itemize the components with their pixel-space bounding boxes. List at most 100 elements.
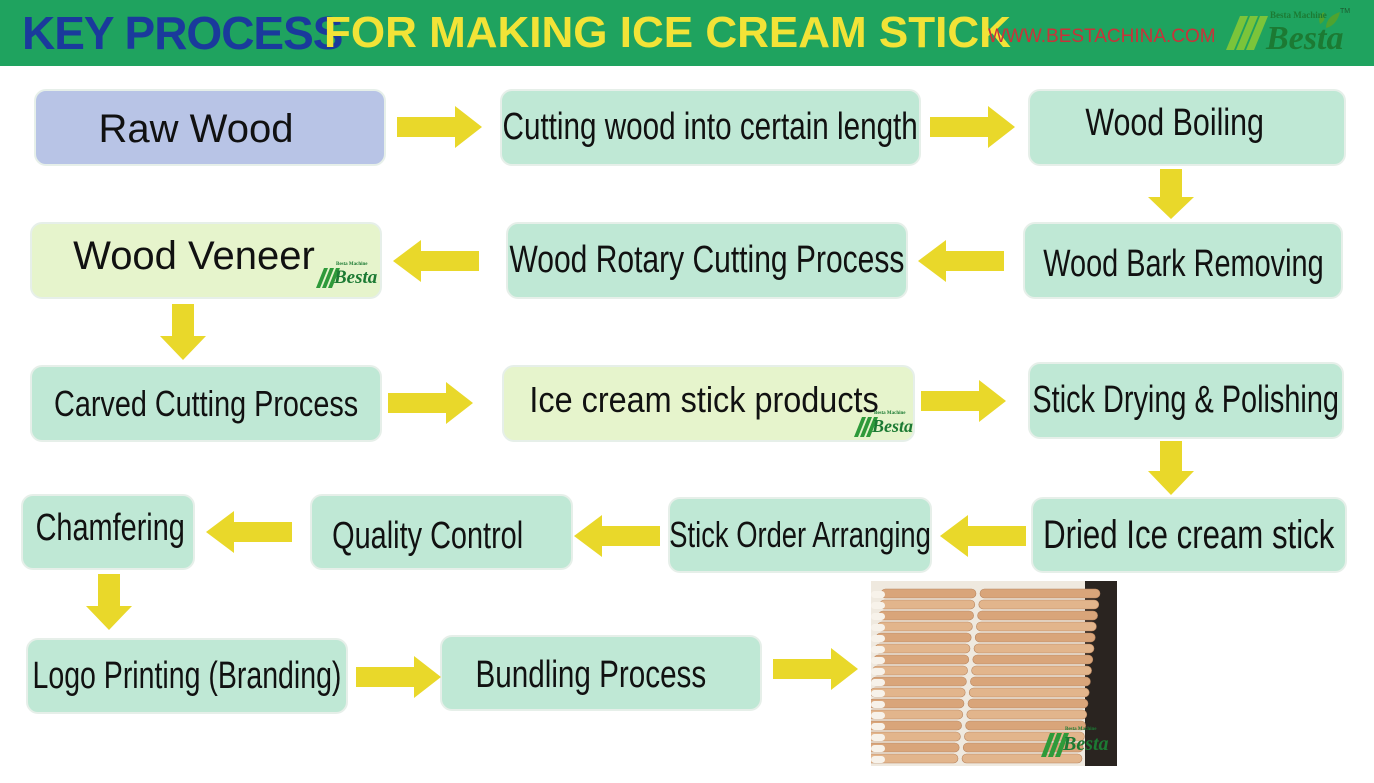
stick-end — [871, 756, 885, 763]
arrow-left-icon — [574, 515, 660, 557]
leaf-stripes-icon — [1226, 12, 1340, 50]
website-link[interactable]: WWW.BESTACHINA.COM — [988, 26, 1216, 47]
wood-stick — [877, 621, 973, 632]
step-label: Bundling Process — [475, 653, 707, 696]
step-wood-veneer: Wood Veneer Besta Machine Besta — [30, 222, 382, 299]
title-for-making: FOR MAKING ICE CREAM STICK — [324, 8, 1011, 57]
step-wood-boiling: Wood Boiling — [1028, 89, 1346, 166]
arrow-left-icon — [940, 515, 1026, 557]
step-quality-control: Quality Control — [310, 494, 573, 570]
step-label: Stick Drying & Polishing — [1032, 379, 1340, 421]
stick-end — [871, 624, 885, 631]
wood-stick — [871, 709, 964, 720]
step-bundling: Bundling Process — [440, 635, 762, 711]
step-label: Cutting wood into certain length — [502, 106, 919, 148]
stick-end — [871, 635, 885, 642]
stick-end — [871, 690, 885, 697]
step-label: Ice cream stick products — [529, 378, 880, 420]
stick-end — [871, 701, 885, 708]
logo-subtitle: Besta Machine — [1065, 727, 1097, 732]
wood-stick — [968, 687, 1090, 698]
wood-stick — [977, 610, 1098, 621]
arrow-right-icon — [397, 106, 482, 148]
step-label: Wood Bark Removing — [1042, 243, 1324, 285]
stick-end — [871, 734, 885, 741]
wood-stick — [878, 610, 974, 621]
arrow-down-icon — [86, 574, 132, 630]
stick-end — [871, 745, 885, 752]
arrow-left-icon — [393, 240, 479, 282]
step-stick-products: Ice cream stick products Besta Machine B… — [502, 365, 915, 442]
wood-stick — [973, 643, 1095, 654]
stick-end — [871, 668, 885, 675]
wood-stick — [871, 698, 965, 709]
wood-stick — [871, 731, 961, 742]
wood-stick — [880, 588, 977, 599]
arrow-down-icon — [1148, 441, 1194, 495]
besta-logo-watermark: Besta Machine Besta — [1039, 725, 1111, 761]
step-label: Wood Veneer — [73, 234, 315, 278]
logo-name: Besta — [872, 416, 914, 436]
step-label: Carved Cutting Process — [53, 382, 359, 424]
arrow-right-icon — [356, 656, 441, 698]
arrow-left-icon — [206, 511, 292, 553]
leaf-stripes-icon — [316, 268, 340, 288]
wood-stick — [970, 676, 1091, 687]
wood-stick — [879, 599, 976, 610]
wood-stick — [875, 632, 972, 643]
step-label: Wood Boiling — [1085, 102, 1265, 144]
bundled-sticks-illustration — [871, 581, 1117, 766]
step-carved-cutting: Carved Cutting Process — [30, 365, 382, 442]
stick-end — [871, 613, 885, 620]
wood-stick — [873, 654, 970, 665]
arrow-right-icon — [930, 106, 1015, 148]
step-rotary-cutting: Wood Rotary Cutting Process — [506, 222, 908, 299]
stick-end — [871, 679, 885, 686]
stick-end — [871, 657, 885, 664]
step-dried-stick: Dried Ice cream stick — [1031, 497, 1347, 573]
wood-stick — [871, 742, 960, 753]
step-bark-removing: Wood Bark Removing — [1023, 222, 1343, 299]
wood-stick — [872, 665, 968, 676]
stick-end — [871, 712, 885, 719]
title-key-process: KEY PROCESS — [22, 7, 343, 59]
arrow-down-icon — [160, 304, 206, 360]
wood-stick — [972, 654, 1094, 665]
step-chamfering: Chamfering — [21, 494, 195, 570]
besta-logo-header: Besta Machine Besta TM — [1222, 6, 1352, 62]
logo-subtitle: Besta Machine — [336, 262, 368, 267]
wood-stick — [871, 720, 962, 731]
wood-stick — [966, 709, 1088, 720]
wood-stick — [978, 599, 1100, 610]
logo-subtitle: Besta Machine — [1270, 10, 1327, 20]
step-label: Raw Wood — [98, 107, 294, 151]
wood-stick — [874, 643, 971, 654]
wood-stick — [974, 632, 1096, 643]
leaf-stripes-icon — [1041, 733, 1069, 757]
step-raw-wood: Raw Wood — [34, 89, 386, 166]
stick-end — [871, 646, 885, 653]
besta-logo-small: Besta Machine Besta — [314, 260, 380, 292]
logo-name: Besta — [1266, 20, 1344, 57]
arrow-right-icon — [921, 380, 1006, 422]
step-label: Dried Ice cream stick — [1043, 512, 1335, 557]
stick-end — [871, 602, 885, 609]
wood-stick — [967, 698, 1089, 709]
step-order-arranging: Stick Order Arranging — [668, 497, 932, 573]
stick-end — [871, 723, 885, 730]
arrow-left-icon — [918, 240, 1004, 282]
step-cutting-length: Cutting wood into certain length — [500, 89, 921, 166]
bundled-sticks-photo: Besta Machine Besta — [871, 581, 1117, 766]
wood-stick — [871, 687, 966, 698]
leaf-stripes-icon — [854, 417, 878, 437]
arrow-right-icon — [773, 648, 858, 690]
logo-tm: TM — [1340, 8, 1351, 15]
header-banner: KEY PROCESS FOR MAKING ICE CREAM STICK W… — [0, 0, 1374, 66]
step-label: Wood Rotary Cutting Process — [509, 239, 905, 281]
besta-logo-small: Besta Machine Besta — [852, 411, 914, 440]
wood-stick — [871, 753, 959, 764]
logo-name: Besta — [334, 267, 378, 288]
logo-name: Besta — [1063, 733, 1109, 755]
wood-stick — [979, 588, 1101, 599]
stick-end — [871, 591, 885, 598]
